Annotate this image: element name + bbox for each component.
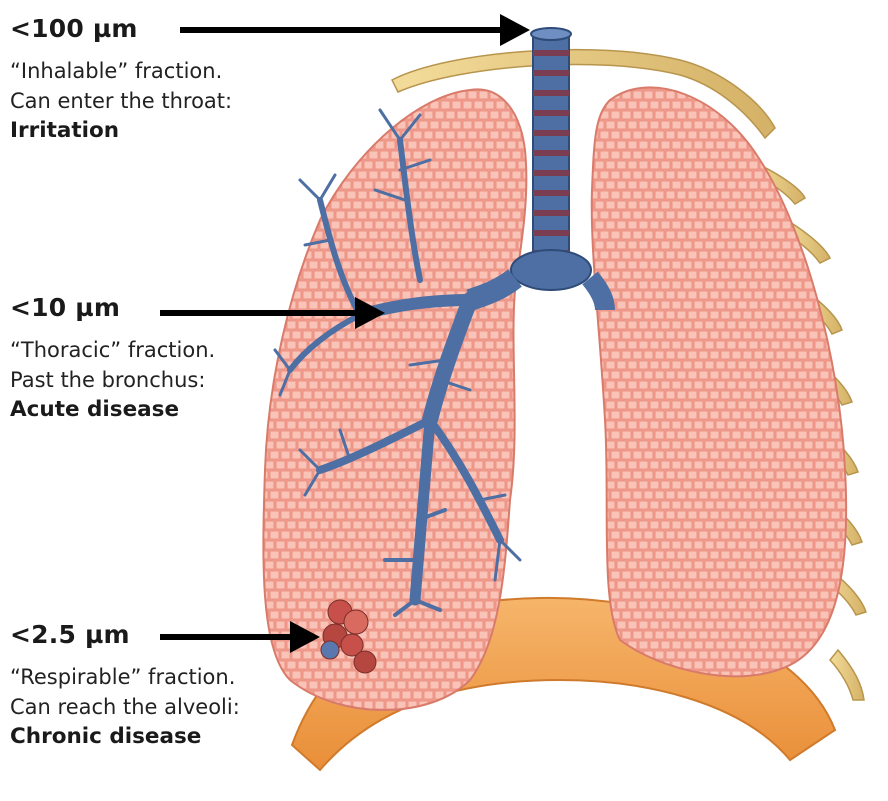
description-line: Past the bronchus: xyxy=(10,365,215,395)
fraction-line: “Inhalable” fraction. xyxy=(10,56,232,86)
label-100um: <100 µm “Inhalable” fraction. Can enter … xyxy=(10,14,232,146)
fraction-line: “Thoracic” fraction. xyxy=(10,335,215,365)
health-effect: Chronic disease xyxy=(10,722,240,752)
description-line: Can enter the throat: xyxy=(10,86,232,116)
size-label: <100 µm xyxy=(10,14,232,44)
health-effect: Acute disease xyxy=(10,395,215,425)
fraction-line: “Respirable” fraction. xyxy=(10,662,240,692)
health-effect: Irritation xyxy=(10,116,232,146)
size-label: <10 µm xyxy=(10,293,215,323)
label-2-5um: <2.5 µm “Respirable” fraction. Can reach… xyxy=(10,620,240,752)
label-10um: <10 µm “Thoracic” fraction. Past the bro… xyxy=(10,293,215,425)
description-line: Can reach the alveoli: xyxy=(10,692,240,722)
right-lung xyxy=(592,87,846,676)
arrow-100um xyxy=(180,14,530,46)
size-label: <2.5 µm xyxy=(10,620,240,650)
